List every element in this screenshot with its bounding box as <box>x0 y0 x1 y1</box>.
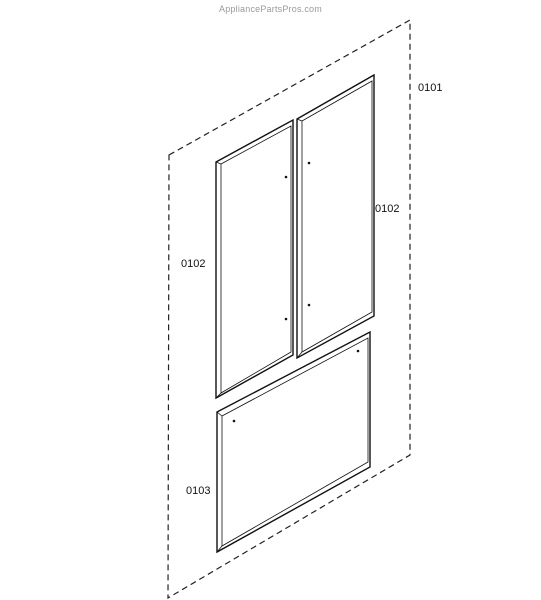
callout-0102-right: 0102 <box>375 203 399 215</box>
callout-0103: 0103 <box>186 485 210 497</box>
handle-mount-dot <box>232 419 236 423</box>
watermark-text: AppliancePartsPros.com <box>219 4 322 14</box>
handle-mount-dot <box>284 317 288 321</box>
drawer-panel[interactable] <box>216 330 371 554</box>
door-panel-right[interactable] <box>296 73 375 360</box>
handle-mount-dot <box>356 349 360 353</box>
handle-mount-dot <box>307 161 311 165</box>
callout-0102-left: 0102 <box>181 258 205 270</box>
door-panel-left[interactable] <box>215 118 294 400</box>
handle-mount-dot <box>307 303 311 307</box>
cabinet-outline-0101 <box>167 18 411 600</box>
callout-0101: 0101 <box>418 82 442 94</box>
handle-mount-dot <box>284 175 288 179</box>
